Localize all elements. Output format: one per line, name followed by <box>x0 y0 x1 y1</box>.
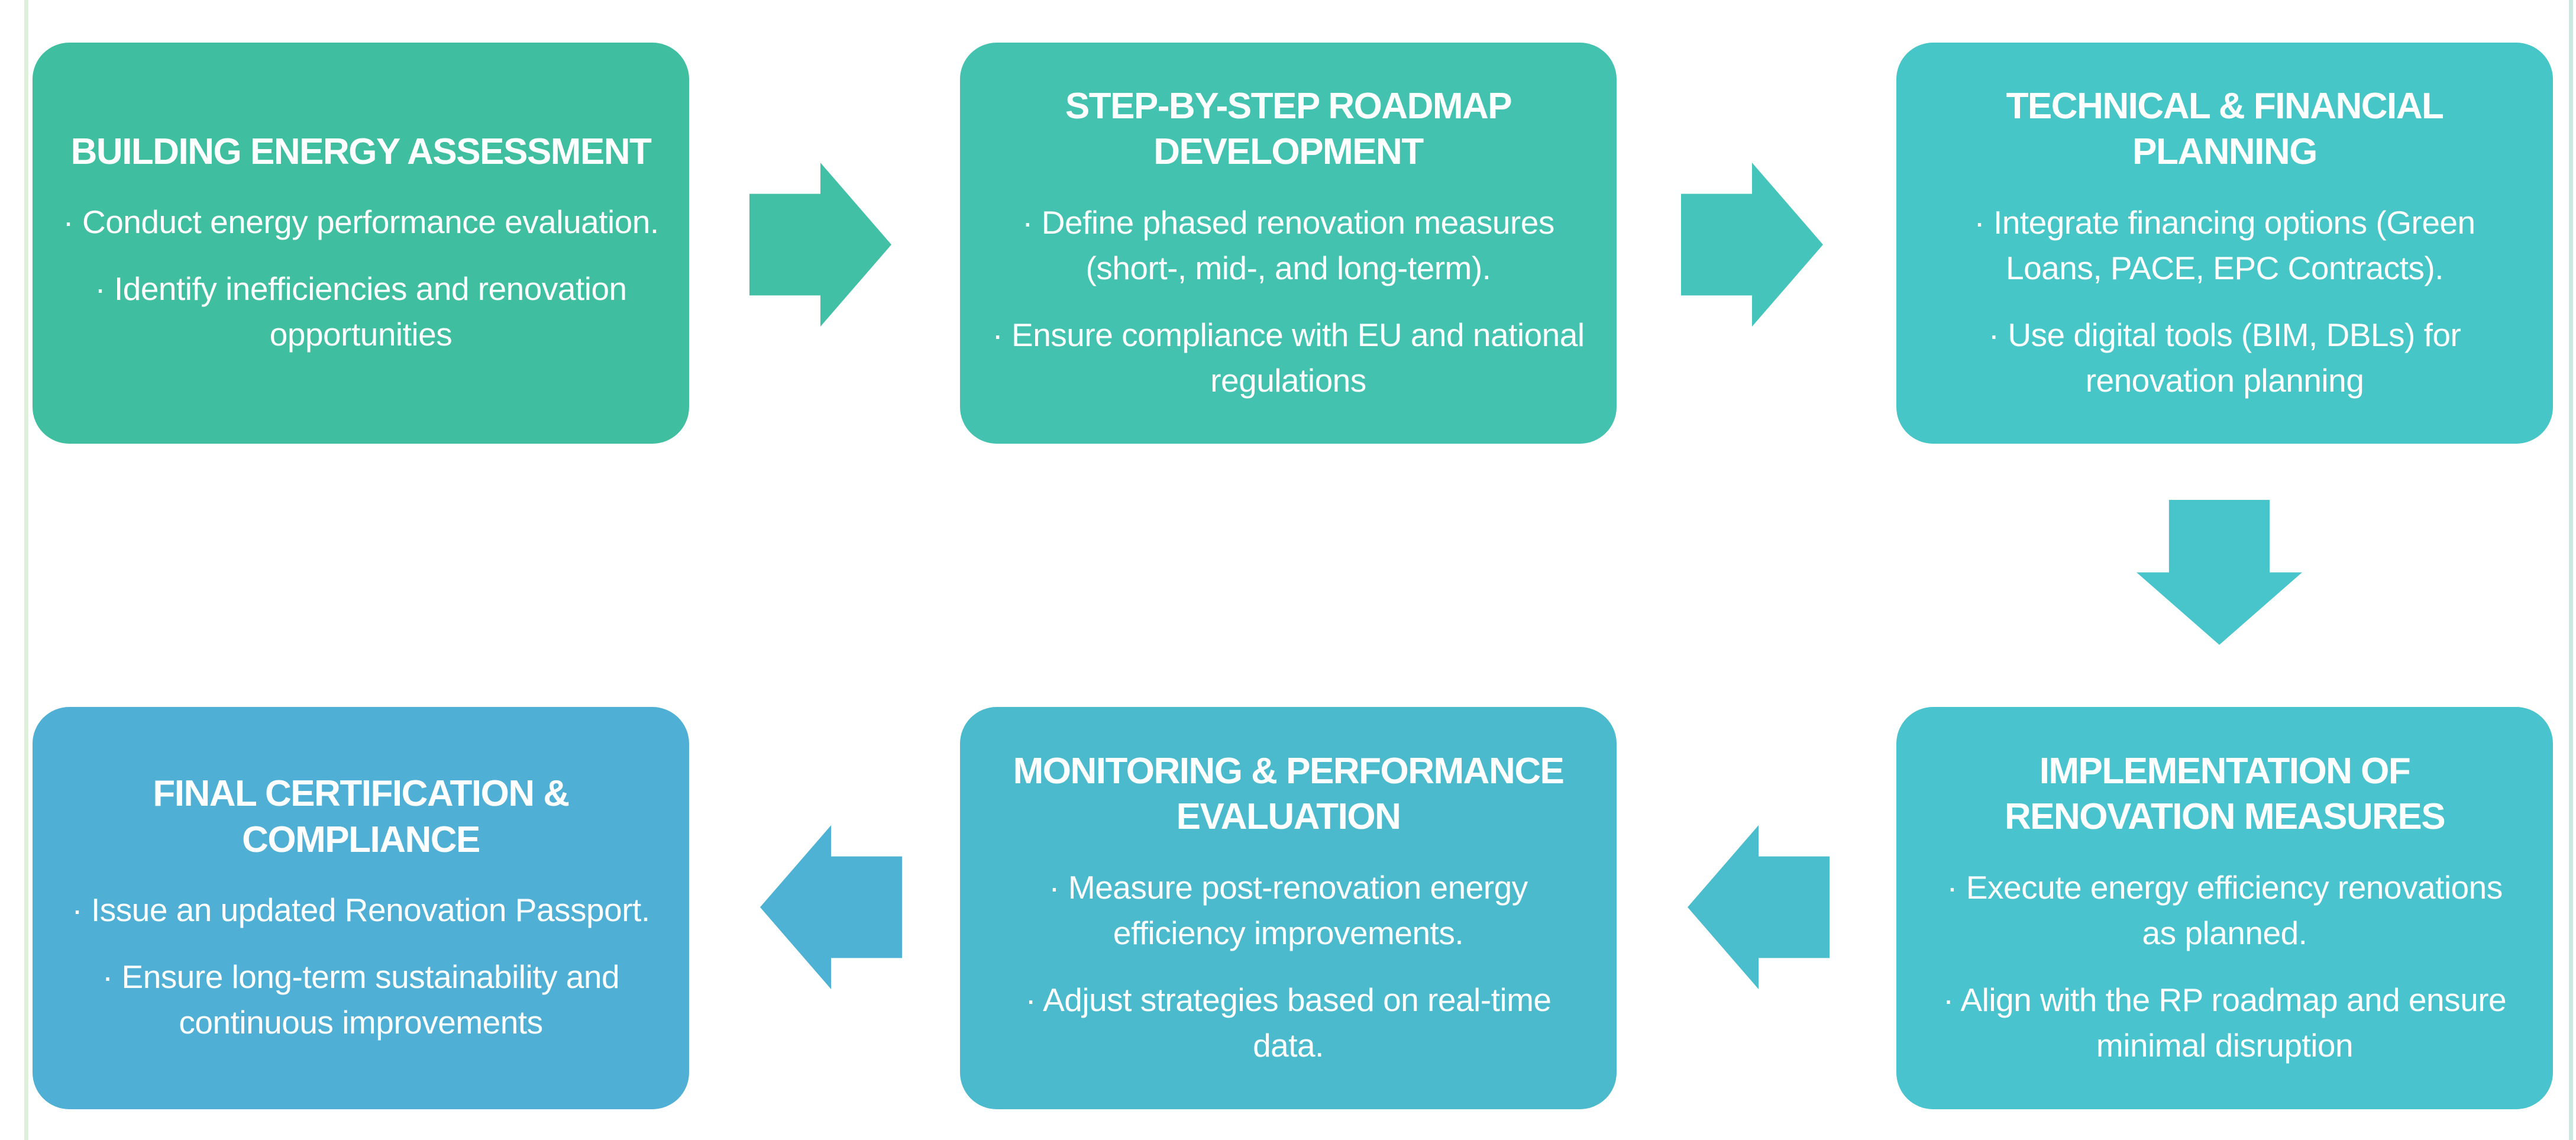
step-bullet: · Measure post-renovation energy efficie… <box>1049 868 1528 951</box>
step-box-implementation-renovation-measures: IMPLEMENTATION OF RENOVATION MEASURES · … <box>1896 707 2553 1109</box>
step-title: FINAL CERTIFICATION & COMPLIANCE <box>153 773 570 860</box>
step-bullet: · Conduct energy performance evaluation. <box>63 204 659 241</box>
step-title: MONITORING & PERFORMANCE EVALUATION <box>1013 750 1565 838</box>
step-title: BUILDING ENERGY ASSESSMENT <box>70 131 652 172</box>
left-page-edge-line <box>24 0 28 1140</box>
step-bullet: · Align with the RP roadmap and ensure m… <box>1942 981 2507 1064</box>
right-arrow-icon <box>1681 163 1823 327</box>
step-bullet: · Adjust strategies based on real-time d… <box>1025 981 1552 1064</box>
step-bullet: · Use digital tools (BIM, DBLs) for reno… <box>1988 316 2461 399</box>
step-bullet: · Execute energy efficiency renovations … <box>1947 868 2503 951</box>
step-box-monitoring-performance-evaluation: MONITORING & PERFORMANCE EVALUATION · Me… <box>960 707 1617 1109</box>
step-title: STEP-BY-STEP ROADMAP DEVELOPMENT <box>1065 85 1512 173</box>
step-box-final-certification-compliance: FINAL CERTIFICATION & COMPLIANCE · Issue… <box>33 707 689 1109</box>
step-bullet: · Integrate financing options (Green Loa… <box>1974 204 2475 286</box>
step-box-technical-financial-planning: TECHNICAL & FINANCIAL PLANNING · Integra… <box>1896 43 2553 444</box>
left-arrow-icon <box>1688 825 1830 989</box>
step-title: TECHNICAL & FINANCIAL PLANNING <box>2006 85 2444 173</box>
step-bullet: · Ensure compliance with EU and national… <box>992 316 1585 399</box>
step-bullet: · Identify inefficiencies and renovation… <box>95 270 627 353</box>
step-title: IMPLEMENTATION OF RENOVATION MEASURES <box>2004 750 2446 838</box>
step-box-roadmap-development: STEP-BY-STEP ROADMAP DEVELOPMENT · Defin… <box>960 43 1617 444</box>
step-bullet: · Define phased renovation measures (sho… <box>1022 204 1554 286</box>
step-bullet: · Issue an updated Renovation Passport. <box>72 892 650 928</box>
right-page-edge-line <box>2569 0 2573 1140</box>
step-bullet: · Ensure long-term sustainability and co… <box>102 958 620 1041</box>
left-arrow-icon <box>760 825 902 989</box>
right-arrow-icon <box>749 163 891 327</box>
step-box-building-energy-assessment: BUILDING ENERGY ASSESSMENT · Conduct ene… <box>33 43 689 444</box>
down-arrow-icon <box>2137 500 2302 645</box>
